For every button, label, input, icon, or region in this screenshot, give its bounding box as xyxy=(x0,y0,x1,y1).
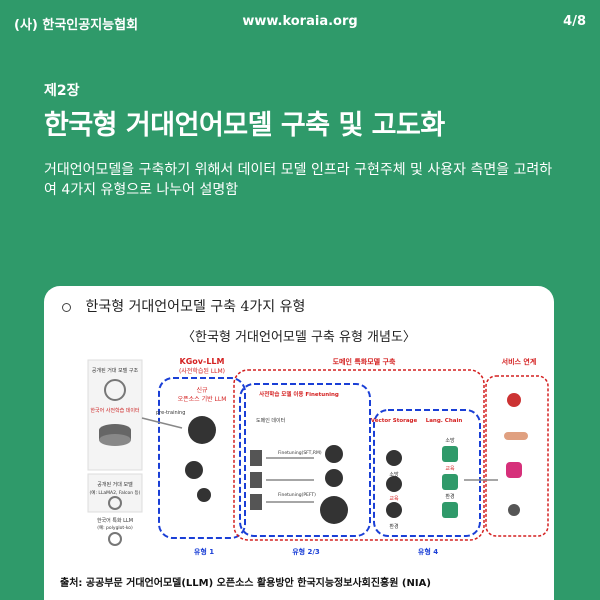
top-bar: (사) 한국인공지능협회 www.koraia.org 4/8 xyxy=(0,0,600,44)
type-label: 유형 2/3 xyxy=(292,547,320,556)
brain-icon xyxy=(386,502,402,518)
group4-title: 서비스 연계 xyxy=(502,357,537,366)
side-label-5: 한국어 특화 LLM xyxy=(97,517,133,524)
brain-icon xyxy=(325,445,343,463)
type-label: 유형 4 xyxy=(418,547,438,556)
document-icon xyxy=(250,472,262,488)
domain-label: 환경 xyxy=(389,523,398,530)
service-label: 환경 xyxy=(445,493,454,500)
group4-box xyxy=(373,409,481,537)
group1-sub: (사전학습된 LLM) xyxy=(179,367,225,375)
brain-icon xyxy=(185,461,203,479)
group2-sub: 사전학습 모델 이용 Finetuning xyxy=(259,390,339,398)
type-label: 유형 1 xyxy=(194,547,214,556)
chapter-label: 제2장 xyxy=(44,83,80,99)
chat-icon xyxy=(442,502,458,518)
site-url[interactable]: www.koraia.org xyxy=(242,14,358,29)
card-heading-text: 한국형 거대언어모델 구축 4가지 유형 xyxy=(85,299,306,315)
chat-icon xyxy=(442,474,458,490)
document-icon xyxy=(250,494,262,510)
left-model-panel xyxy=(87,473,143,513)
side-label-2: 한국어 사전학습 데이터 xyxy=(90,407,139,414)
group23-outer-box xyxy=(233,369,485,541)
document-icon xyxy=(250,450,262,466)
domain-label: 교육 xyxy=(389,496,399,502)
domain-label: 소방 xyxy=(389,471,399,478)
org-name: (사) 한국인공지능협회 xyxy=(14,18,139,33)
group2-box xyxy=(239,383,371,537)
group1-label1: 신규 xyxy=(196,386,208,394)
brain-icon xyxy=(108,496,122,510)
side-label-6: (예: polyglot-ko) xyxy=(97,524,133,531)
finetuning-label-1: Finetuning(SFT,RM) xyxy=(278,450,322,456)
page-title: 한국형 거대언어모델 구축 및 고도화 xyxy=(44,110,445,141)
page-indicator: 4/8 xyxy=(563,14,586,29)
pretraining-arrow xyxy=(141,417,183,429)
finetuning-label-2: Finetuning(PEFT) xyxy=(278,492,316,498)
user-group-icon xyxy=(507,393,521,407)
brain-icon xyxy=(386,476,402,492)
service-label: 교육 xyxy=(445,466,455,472)
llm-concept-diagram: 공개된 거대 모델 구조 한국어 사전학습 데이터 공개된 거대 모델 (예: … xyxy=(87,357,549,556)
side-label-3: 공개된 거대 모델 xyxy=(97,481,133,488)
database-base xyxy=(99,434,131,446)
side-label-4: (예: LLaMA2, Falcon 등) xyxy=(90,489,141,496)
brain-icon xyxy=(108,532,122,546)
group1-title: KGov-LLM xyxy=(180,357,225,366)
card-subheading: 〈한국형 거대언어모델 구축 유형 개념도〉 xyxy=(182,330,416,345)
page-description: 거대언어모델을 구축하기 위해서 데이터 모델 인프라 구현주체 및 사용자 측… xyxy=(44,162,553,198)
content-card: 한국형 거대언어모델 구축 4가지 유형 〈한국형 거대언어모델 구축 유형 개… xyxy=(44,286,554,600)
chat-icon xyxy=(442,446,458,462)
domain-data-label: 도메인 데이터 xyxy=(256,417,285,424)
brain-icon xyxy=(386,450,402,466)
service-box xyxy=(485,375,549,537)
bullet-icon xyxy=(62,302,71,312)
lang-chain-label: Lang. Chain xyxy=(426,418,463,424)
side-label-1: 공개된 거대 모델 구조 xyxy=(92,367,139,374)
vector-storage-label: Vector Storage xyxy=(371,418,418,424)
instagram-icon xyxy=(506,462,522,478)
brain-icon xyxy=(325,469,343,487)
pretraining-label: pre-training xyxy=(156,410,185,416)
hand-icon xyxy=(504,432,528,440)
group1-label2: 오픈소스 기반 LLM xyxy=(178,395,227,403)
card-heading: 한국형 거대언어모델 구축 4가지 유형 xyxy=(62,296,305,316)
brain-icon xyxy=(320,496,348,524)
source-citation: 출처: 공공부문 거대언어모델(LLM) 오픈소스 활용방안 한국지능정보사회진… xyxy=(60,578,431,589)
user-icon xyxy=(508,504,520,516)
service-label: 소방 xyxy=(445,437,455,444)
brain-icon xyxy=(188,416,216,444)
brain-icon xyxy=(104,379,126,401)
brain-icon xyxy=(197,488,211,502)
left-source-panel xyxy=(87,359,143,471)
group1-box xyxy=(158,377,246,539)
group23-title: 도메인 특화모델 구축 xyxy=(333,357,396,366)
